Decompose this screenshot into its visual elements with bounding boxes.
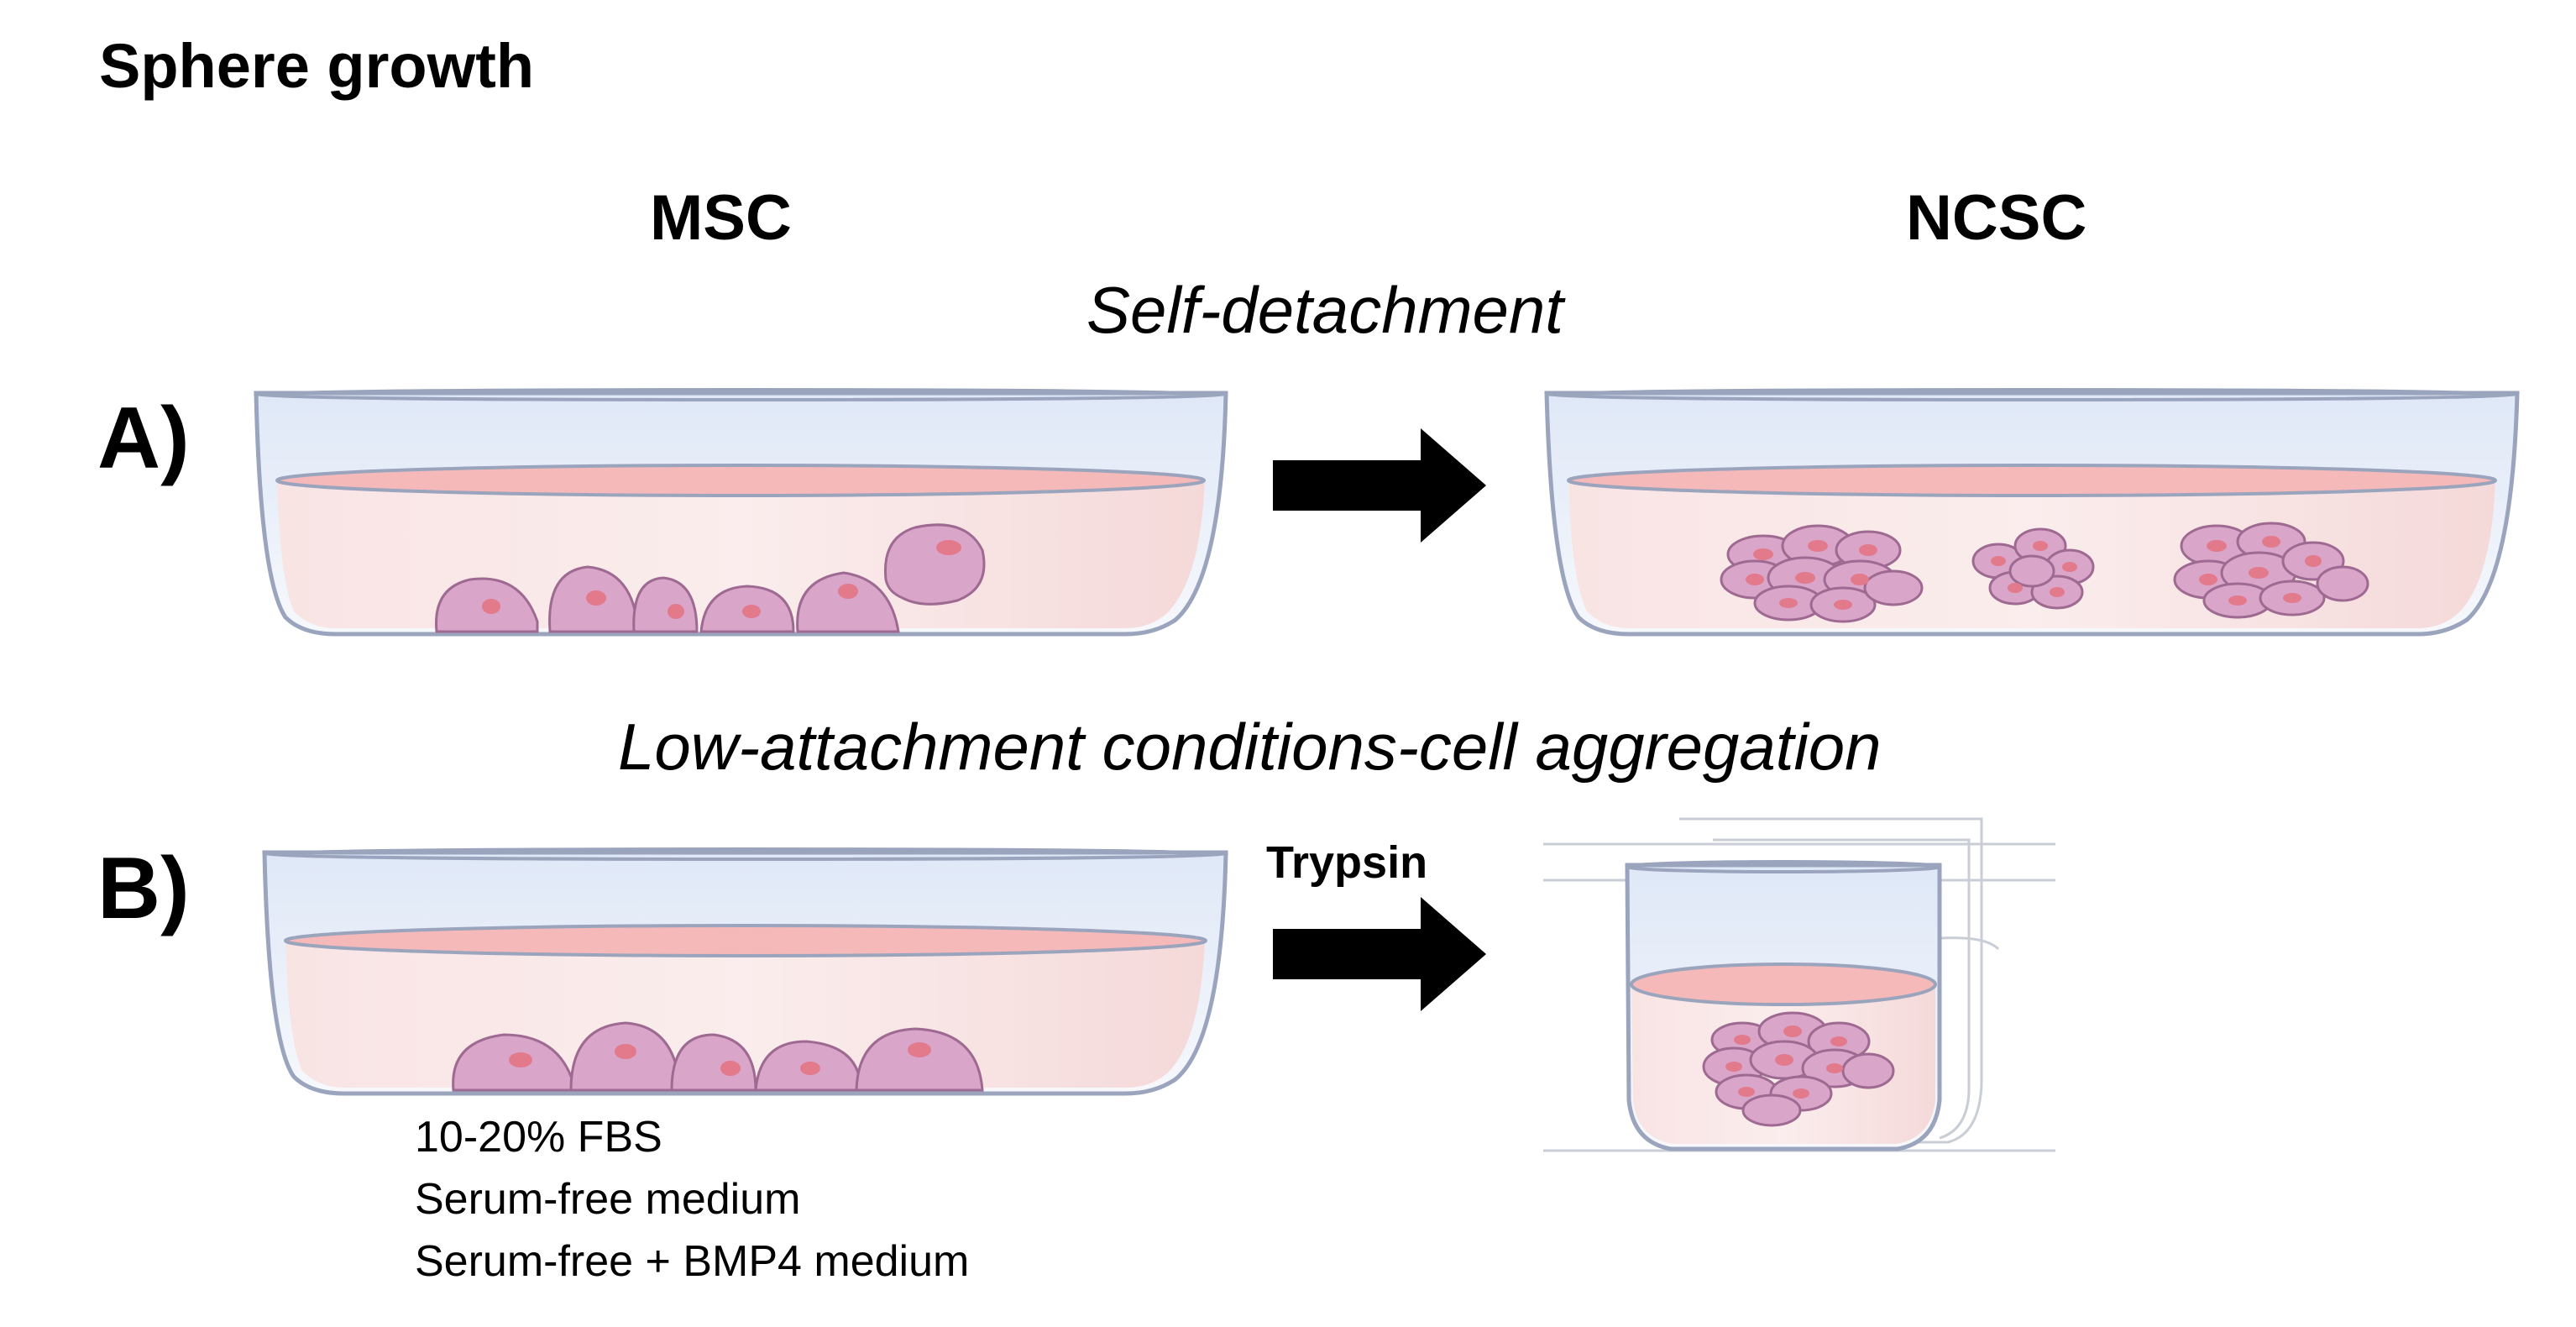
adherent-cell-group-b: [452, 1021, 984, 1092]
arrow-a: [1273, 428, 1486, 543]
caption-low-attachment: Low-attachment conditions-cell aggregati…: [618, 710, 1882, 784]
condition-serum-free-bmp4: Serum-free + BMP4 medium: [415, 1237, 970, 1286]
condition-fbs: 10-20% FBS: [415, 1113, 662, 1162]
sphere-cluster-b: [1702, 1011, 1895, 1127]
adherent-cell-group-a: [435, 523, 986, 633]
caption-self-detachment: Self-detachment: [1086, 273, 1563, 347]
column-label-msc: MSC: [650, 182, 792, 254]
sphere-cluster-a3: [2173, 522, 2369, 619]
arrow-b: [1273, 897, 1486, 1011]
dish-b-msc: [262, 847, 1228, 1096]
sphere-cluster-a1: [1720, 524, 1924, 623]
sphere-cluster-a2: [1971, 527, 2095, 610]
condition-serum-free: Serum-free medium: [415, 1175, 801, 1224]
trypsin-label: Trypsin: [1266, 837, 1428, 888]
row-label-a: A): [97, 390, 190, 487]
figure-title: Sphere growth: [99, 31, 535, 101]
column-label-ncsc: NCSC: [1906, 182, 2087, 254]
row-label-b: B): [97, 840, 190, 937]
dish-a-msc: [254, 388, 1228, 637]
